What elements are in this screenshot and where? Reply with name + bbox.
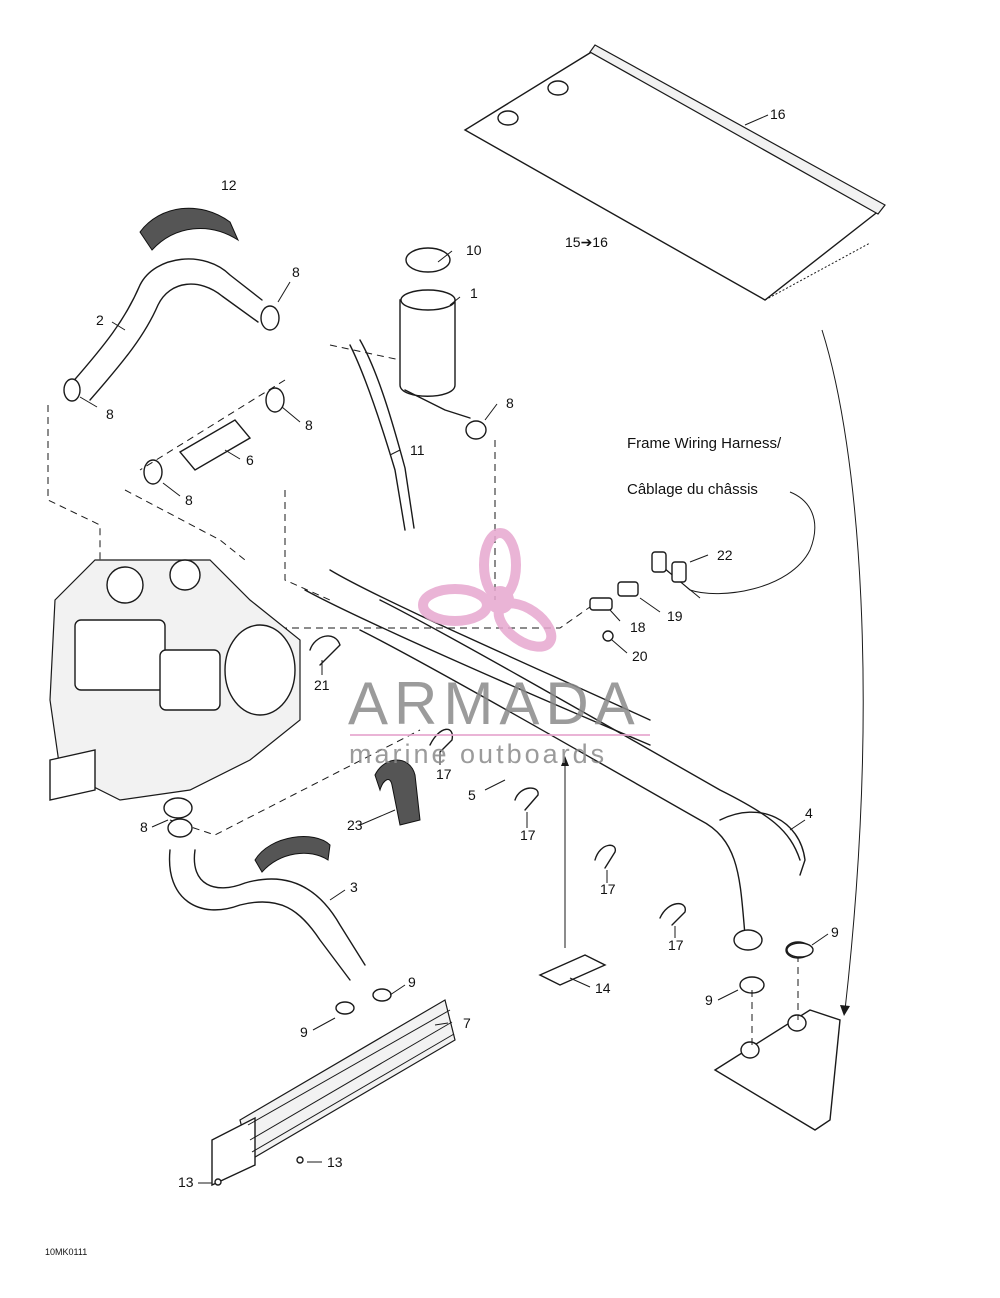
callout-14: 14 <box>595 980 611 996</box>
callout-17: 17 <box>600 881 616 897</box>
callout-8: 8 <box>140 819 148 835</box>
callout-17: 17 <box>436 766 452 782</box>
clamps-9 <box>335 942 814 1015</box>
callout-3: 3 <box>350 879 358 895</box>
harness-label-fr: Câblage du châssis <box>627 481 758 498</box>
shim-plate <box>538 756 607 986</box>
lower-hose <box>168 849 366 981</box>
callout-11: 11 <box>410 442 425 458</box>
callout-6: 6 <box>246 452 254 468</box>
callout-5: 5 <box>468 787 476 803</box>
base-bracket <box>713 941 841 1131</box>
watermark: ARMADA marine outboards <box>348 528 650 769</box>
watermark-subtitle: marine outboards <box>349 739 607 769</box>
callout-1: 1 <box>470 285 478 301</box>
ribbed-hose-23 <box>254 759 421 873</box>
callout-23: 23 <box>347 817 363 833</box>
reference-code: 10MK0111 <box>45 1247 87 1257</box>
hose-connector <box>63 305 487 485</box>
callout-9: 9 <box>705 992 713 1008</box>
temperature-sensor <box>589 491 816 642</box>
callout-21: 21 <box>314 677 330 693</box>
screws-13 <box>214 1156 304 1186</box>
callout-8: 8 <box>292 264 300 280</box>
callout-22: 22 <box>717 547 733 563</box>
long-coolant-pipe <box>304 569 806 951</box>
callout-8: 8 <box>106 406 114 422</box>
callout-15-16: 15➔16 <box>565 234 608 250</box>
callout-9: 9 <box>408 974 416 990</box>
coolant-reservoir <box>399 247 471 419</box>
callout-8: 8 <box>185 492 193 508</box>
callout-7: 7 <box>463 1015 471 1031</box>
watermark-title: ARMADA <box>348 670 641 737</box>
callout-18: 18 <box>630 619 646 635</box>
callout-13: 13 <box>178 1174 194 1190</box>
callout-9: 9 <box>831 924 839 940</box>
tie-straps <box>309 635 686 926</box>
callout-17: 17 <box>520 827 536 843</box>
heat-exchanger-plate <box>463 44 886 301</box>
callout-10: 10 <box>466 242 482 258</box>
callout-17: 17 <box>668 937 684 953</box>
upper-hose <box>69 258 263 401</box>
callout-8: 8 <box>305 417 313 433</box>
ribbed-hose-12 <box>139 207 240 251</box>
callout-19: 19 <box>667 608 683 624</box>
engine-block <box>49 559 301 838</box>
callout-16: 16 <box>770 106 786 122</box>
cooler-radiator <box>211 999 456 1187</box>
callout-20: 20 <box>632 648 648 664</box>
callout-8: 8 <box>506 395 514 411</box>
callout-9: 9 <box>300 1024 308 1040</box>
harness-label-en: Frame Wiring Harness/ <box>627 435 782 452</box>
leader-lines <box>79 114 829 1184</box>
callout-13: 13 <box>327 1154 343 1170</box>
callout-12: 12 <box>221 177 237 193</box>
callout-2: 2 <box>96 312 104 328</box>
assembly-arrow <box>821 329 864 1016</box>
callouts: 16 15➔16 12 10 8 1 2 8 8 8 11 6 8 Frame … <box>96 106 839 1190</box>
propeller-logo <box>418 528 557 652</box>
callout-4: 4 <box>805 805 813 821</box>
